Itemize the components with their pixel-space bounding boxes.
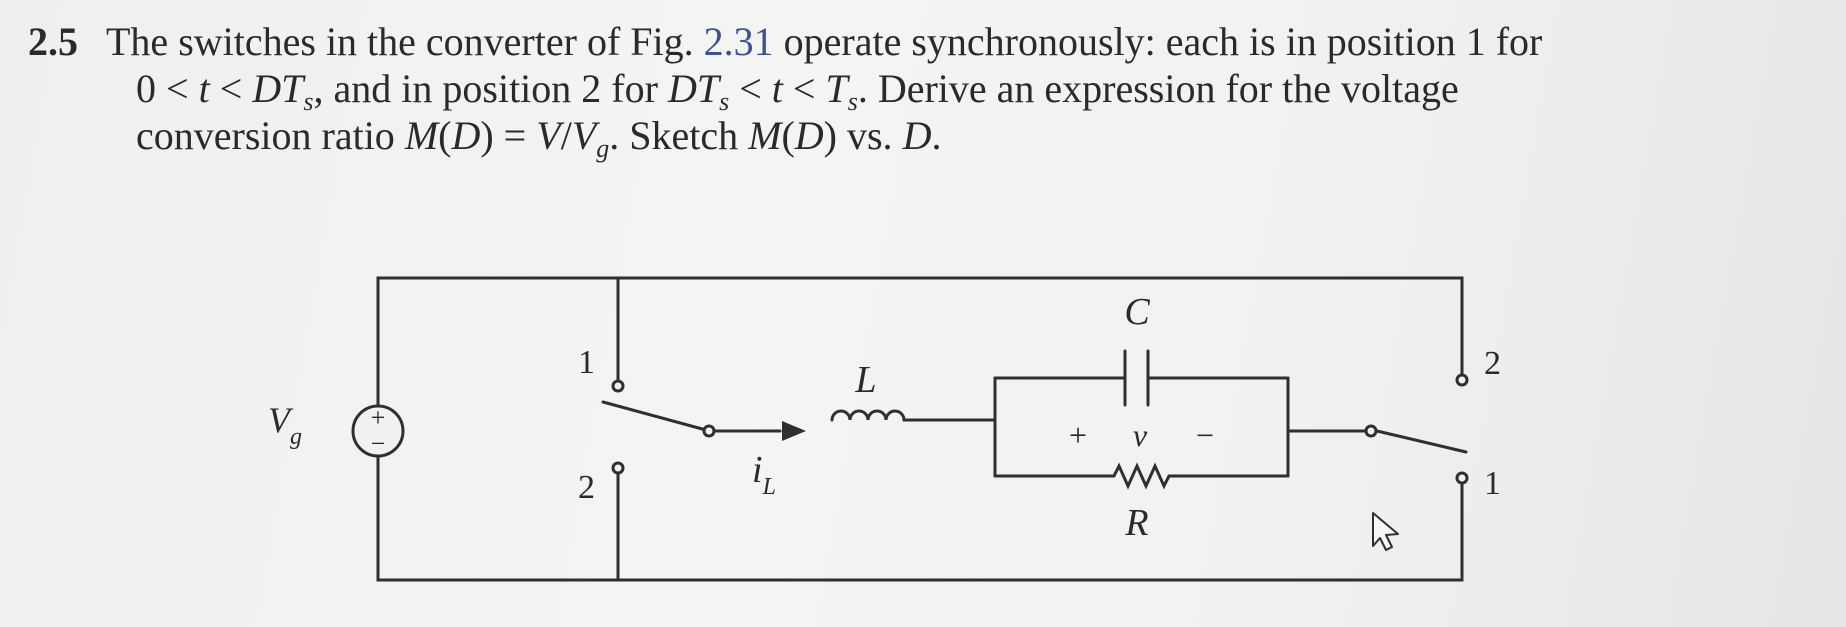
sw2-position-1-label: 1 — [1484, 465, 1501, 502]
resistor-branch — [993, 462, 1290, 490]
mouse-cursor-icon — [1372, 512, 1399, 551]
voltage-label: v — [1133, 417, 1148, 453]
current-label: iL — [752, 449, 776, 500]
inductor-label: L — [854, 359, 876, 401]
voltage-minus-sign: − — [1196, 417, 1214, 453]
sw2-contact-2 — [1455, 373, 1469, 387]
switch-1-blade[interactable] — [601, 400, 708, 432]
voltage-plus-sign: + — [1069, 417, 1087, 453]
sw1-contact-1 — [611, 379, 625, 393]
sw1-position-2-label: 2 — [578, 469, 595, 506]
switch-2-blade[interactable] — [1375, 429, 1468, 454]
source-minus-sign: − — [371, 429, 386, 458]
source-label: Vg — [268, 400, 302, 450]
sw2-pivot — [1364, 424, 1378, 438]
figure-reference-link[interactable]: 2.31 — [703, 19, 774, 64]
problem-line-2: 0 < t < DTs, and in position 2 for DTs <… — [136, 66, 1459, 116]
sw1-position-1-label: 1 — [578, 344, 595, 381]
current-arrow-icon — [782, 421, 806, 441]
problem-line-3: conversion ratio M(D) = V/Vg. Sketch M(D… — [136, 113, 942, 163]
sw2-position-2-label: 2 — [1484, 345, 1501, 382]
source-plus-sign: + — [371, 403, 386, 432]
sw1-contact-2 — [611, 461, 625, 475]
resistor-label: R — [1124, 502, 1148, 544]
sw2-contact-1 — [1455, 471, 1469, 485]
top-wire — [376, 276, 1464, 408]
problem-number: 2.5 — [28, 19, 78, 64]
bottom-wire — [376, 454, 1464, 582]
inductor-coil — [830, 409, 906, 422]
sw1-pivot — [702, 424, 716, 438]
capacitor-label: C — [1124, 291, 1150, 333]
voltage-source-symbol — [351, 404, 405, 458]
